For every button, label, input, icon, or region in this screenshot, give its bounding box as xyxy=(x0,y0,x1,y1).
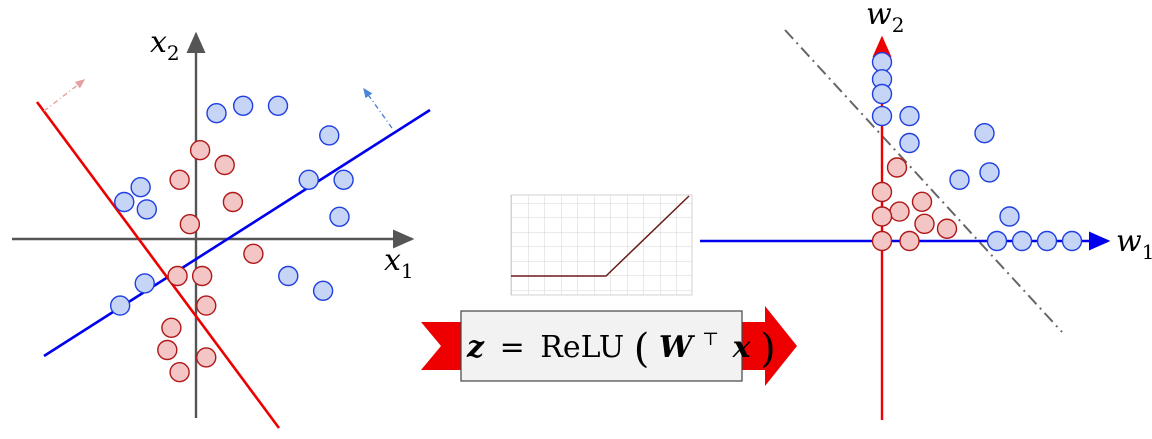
right-w2-label: w2 xyxy=(866,0,904,37)
left-red-point xyxy=(196,295,217,316)
right-red-point xyxy=(889,201,910,222)
left-red-point xyxy=(169,169,190,191)
right-red-point xyxy=(914,213,935,235)
right-blue-point xyxy=(1061,230,1083,252)
right-blue-point xyxy=(979,162,1000,183)
left-blue-point xyxy=(232,95,254,117)
left-red-point xyxy=(196,347,217,368)
equation-box xyxy=(460,310,743,382)
left-blue-point xyxy=(319,125,340,146)
left-blue-point xyxy=(267,95,289,117)
left-blue-point xyxy=(136,199,158,220)
equation-banner: z = ReLU ( W ⊤ x ) xyxy=(421,306,797,386)
left-blue-point xyxy=(114,191,135,213)
left-red-point xyxy=(243,243,264,265)
left-blue-point xyxy=(312,280,334,301)
left-blue-point xyxy=(206,102,227,124)
equation-text: z = ReLU ( W ⊤ x ) xyxy=(466,318,776,372)
ribbon-arrow-head xyxy=(740,306,797,386)
relu-curve xyxy=(511,195,690,277)
right-blue-point xyxy=(1011,230,1033,252)
left-red-point xyxy=(157,339,178,361)
right-blue-point xyxy=(974,122,995,144)
left-red-point xyxy=(214,154,235,176)
activation-grid xyxy=(510,194,693,296)
right-red-point xyxy=(871,230,893,252)
right-blue-point xyxy=(871,83,893,105)
right-red-point xyxy=(871,181,893,203)
left-x-axis-label: x1 xyxy=(384,243,414,283)
right-blue-point xyxy=(871,51,893,73)
right-red-point xyxy=(886,157,908,178)
left-blue-point xyxy=(109,295,131,316)
left-blue-point xyxy=(278,265,299,287)
left-blue-point xyxy=(298,169,319,191)
right-red-point xyxy=(936,218,958,239)
left-y-axis-label: x2 xyxy=(150,25,180,65)
left-red-point xyxy=(167,265,188,287)
left-blue-point xyxy=(333,169,354,191)
right-blue-point xyxy=(999,206,1020,227)
left-blue-point xyxy=(329,206,350,228)
left-blue-normal-arrow xyxy=(363,87,393,129)
right-blue-point xyxy=(949,169,970,190)
left-blue-point xyxy=(134,273,155,294)
left-blue-point xyxy=(130,176,151,198)
right-blue-point xyxy=(899,105,920,127)
left-red-point xyxy=(179,213,201,235)
left-red-point xyxy=(222,191,244,213)
right-panel: w2 w1 xyxy=(784,0,1152,420)
right-w1-label: w1 xyxy=(1116,224,1152,264)
left-red-point xyxy=(191,265,213,287)
left-blue-line xyxy=(43,108,431,358)
right-blue-point xyxy=(986,230,1008,252)
right-red-point xyxy=(911,191,933,213)
right-red-point xyxy=(899,230,920,252)
right-dashdot-line xyxy=(784,29,1063,333)
left-red-point xyxy=(161,317,182,338)
left-red-point xyxy=(169,362,190,383)
right-blue-point xyxy=(1036,230,1058,252)
left-red-normal-arrow xyxy=(43,79,86,112)
right-blue-point xyxy=(871,105,893,127)
right-red-point xyxy=(871,206,893,227)
ribbon-tail xyxy=(421,322,463,370)
left-points xyxy=(109,95,354,383)
left-red-point xyxy=(189,139,211,161)
left-red-line xyxy=(35,101,281,429)
activation-plot xyxy=(510,194,693,296)
right-blue-point xyxy=(899,132,920,154)
right-points xyxy=(871,51,1083,252)
left-panel: x2 x1 xyxy=(12,25,431,429)
